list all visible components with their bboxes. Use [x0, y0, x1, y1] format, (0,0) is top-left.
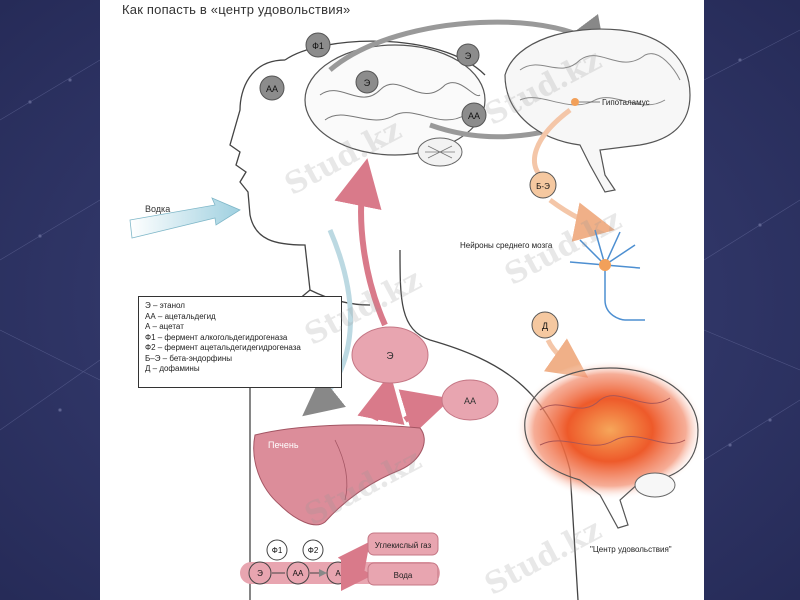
body-aa-label: АА [464, 396, 476, 406]
liver-label: Печень [268, 440, 299, 450]
f2-bottom-node [302, 539, 324, 561]
vodka-arrow [129, 197, 241, 239]
pleasure-brain [515, 360, 704, 529]
co2-label: Углекислый газ [375, 541, 432, 550]
body-ethanol-node [351, 326, 429, 384]
legend-item: АА – ацетальдегид [145, 311, 216, 321]
right-aa-label: АА [468, 111, 480, 121]
head-aa-label: АА [266, 84, 278, 94]
neuron-body [599, 259, 611, 271]
legend-item: Ф1 – фермент алкогольдегидрогеназа [145, 332, 288, 342]
chain-ethanol-node [248, 561, 272, 585]
gray-nodes: Ф1 Э АА Э АА [259, 32, 487, 128]
liver-to-ethanol-arrow [357, 373, 405, 426]
right-aa-node [461, 102, 487, 128]
vodka-label: Водка [145, 204, 170, 214]
be-label: Б-Э [536, 182, 550, 191]
head-aa-node [259, 75, 285, 101]
liver-to-aa-arrow [398, 389, 452, 436]
chain-ethanol-label: Э [257, 569, 263, 578]
legend-item: Ф2 – фермент ацетальдегидегидрогеназа [145, 343, 301, 352]
legend-item: А – ацетат [145, 322, 184, 331]
legend-item: Д – дофамины [145, 364, 200, 373]
pleasure-center-label: "Центр удовольствия" [590, 545, 672, 554]
head-ethanol-node [355, 70, 379, 94]
be-to-neuron-arrow [548, 197, 615, 242]
f1-bottom-node [266, 539, 288, 561]
f2-bottom-label: Ф2 [308, 546, 319, 555]
right-ethanol-label: Э [465, 51, 472, 61]
ethanol-to-brain-arrow [334, 158, 388, 327]
body-aa-node [441, 379, 499, 421]
legend-item: Б–Э – бета-эндорфины [145, 353, 232, 363]
head-ethanol-label: Э [364, 78, 371, 88]
d-node [531, 311, 559, 339]
neuron [569, 229, 645, 321]
diagram-canvas: Водка Гипоталамус Нейроны среднего мозга [129, 14, 704, 600]
f1-top-node [305, 32, 331, 58]
neurons-label: Нейроны среднего мозга [460, 241, 553, 250]
legend: Э – этанол АА – ацетальдегид А – ацетат … [138, 296, 342, 388]
chain-acetate-label: А [335, 569, 341, 578]
d-label: Д [542, 321, 548, 331]
digestion-arrow [302, 229, 353, 417]
f1-top-label: Ф1 [312, 41, 324, 51]
hypothalamus-arrow [532, 108, 572, 177]
f1-bottom-label: Ф1 [272, 546, 283, 555]
legend-item: Э – этанол [145, 301, 185, 310]
water-label: Вода [394, 571, 413, 580]
chain-aa-label: АА [293, 569, 304, 578]
co2-box [367, 532, 439, 556]
top-right-brain [504, 28, 691, 193]
be-node [529, 171, 557, 199]
hypothalamus-label: Гипоталамус [602, 98, 650, 107]
diagram-title: Как попасть в «центр удовольствия» [122, 2, 351, 17]
liver [253, 424, 425, 526]
water-box [367, 562, 439, 586]
chain-aa-node [286, 561, 310, 585]
diagram-panel: Как попасть в «центр удовольствия» [100, 0, 704, 600]
metabolism-chain: Ф1 Ф2 Э АА А Углекислый газ Вода [240, 532, 440, 591]
right-ethanol-node [456, 43, 480, 67]
body-ethanol-label: Э [386, 351, 393, 362]
